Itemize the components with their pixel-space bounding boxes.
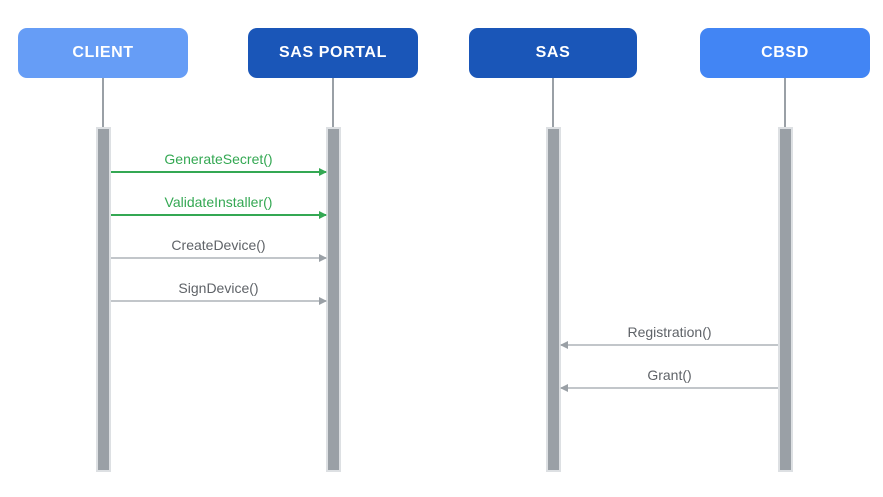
message-label-create-device: CreateDevice() — [171, 237, 266, 253]
lifeline-stem-sas — [552, 78, 554, 127]
message-label-validate-installer: ValidateInstaller() — [164, 194, 273, 210]
actor-box-cbsd: CBSD — [700, 28, 870, 78]
actor-box-sas-portal: SAS PORTAL — [248, 28, 418, 78]
message-validate-installer: ValidateInstaller() — [111, 193, 326, 216]
message-label-generate-secret: GenerateSecret() — [164, 151, 273, 167]
message-registration: Registration() — [561, 323, 778, 346]
message-label-registration: Registration() — [627, 324, 712, 340]
actor-box-sas: SAS — [469, 28, 637, 78]
actor-label-client: CLIENT — [72, 44, 134, 61]
message-generate-secret: GenerateSecret() — [111, 150, 326, 173]
activation-bar-sas — [546, 127, 561, 472]
arrow-right-icon — [111, 171, 326, 173]
arrow-left-icon — [561, 387, 778, 389]
message-grant: Grant() — [561, 366, 778, 389]
arrow-left-icon — [561, 344, 778, 346]
message-label-sign-device: SignDevice() — [178, 280, 259, 296]
arrow-right-icon — [111, 300, 326, 302]
lifeline-stem-sas-portal — [332, 78, 334, 127]
activation-bar-client — [96, 127, 111, 472]
actor-box-client: CLIENT — [18, 28, 188, 78]
actor-label-cbsd: CBSD — [761, 44, 809, 61]
message-create-device: CreateDevice() — [111, 236, 326, 259]
message-label-grant: Grant() — [647, 367, 692, 383]
message-sign-device: SignDevice() — [111, 279, 326, 302]
actor-label-sas: SAS — [535, 44, 571, 61]
lifeline-stem-client — [102, 78, 104, 127]
activation-bar-sas-portal — [326, 127, 341, 472]
actor-label-sas-portal: SAS PORTAL — [279, 44, 387, 61]
arrow-right-icon — [111, 257, 326, 259]
activation-bar-cbsd — [778, 127, 793, 472]
arrow-right-icon — [111, 214, 326, 216]
lifeline-stem-cbsd — [784, 78, 786, 127]
